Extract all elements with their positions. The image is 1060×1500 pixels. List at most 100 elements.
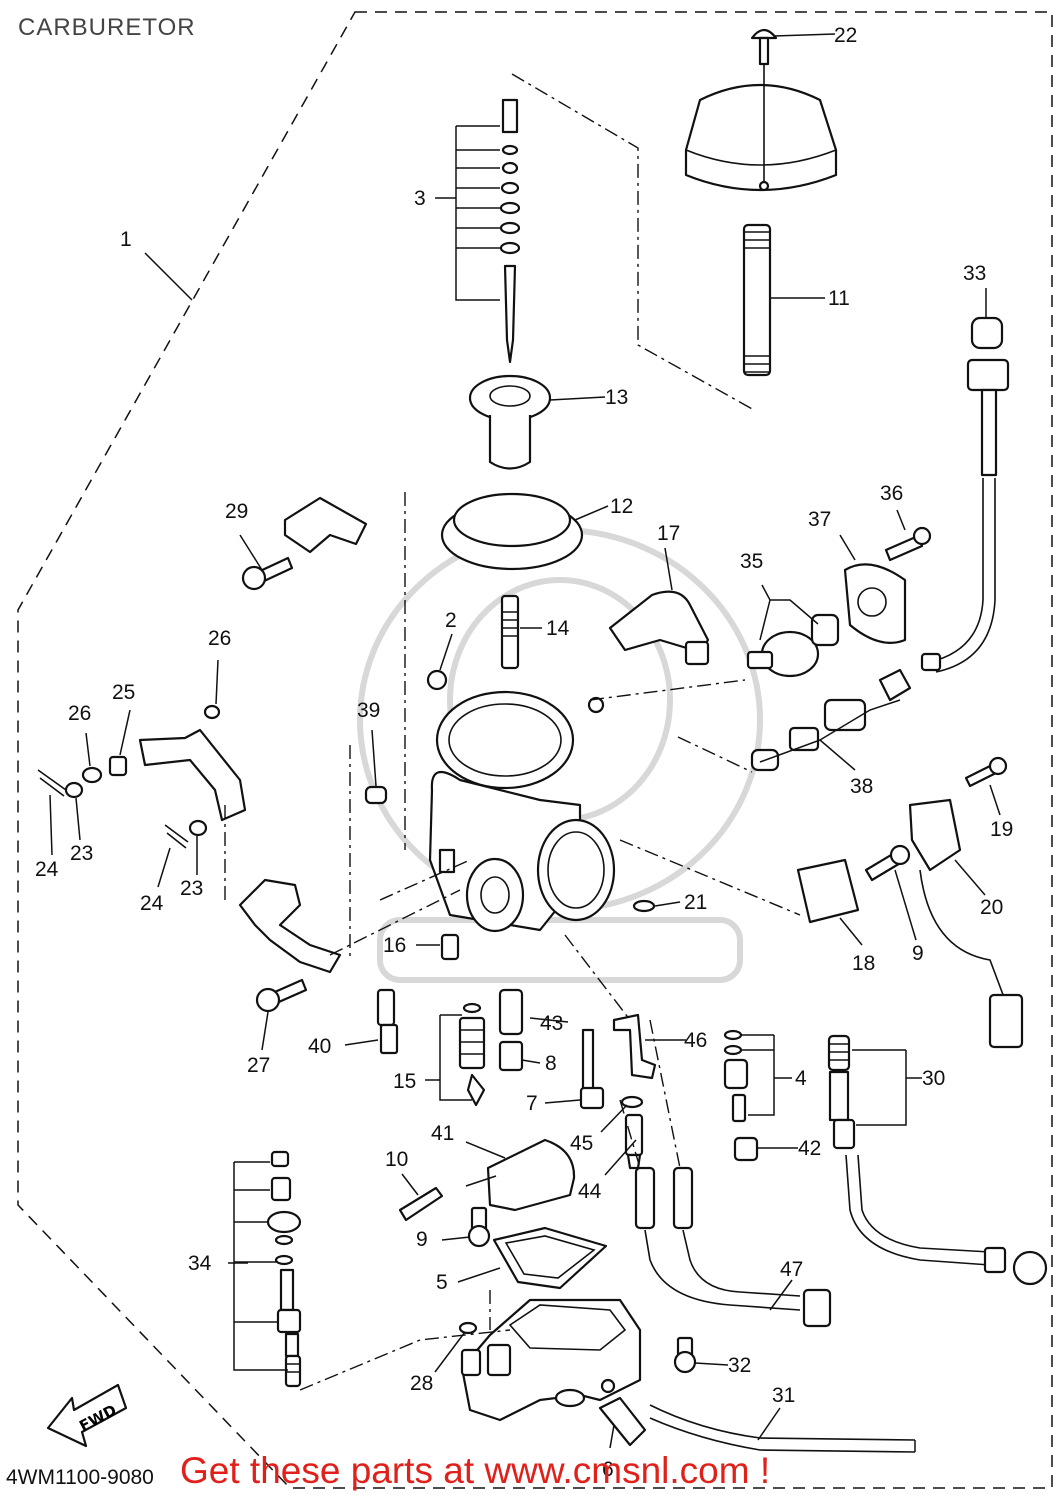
callout-21: 21 [684,891,707,914]
callout-10: 10 [385,1148,408,1171]
callout-18: 18 [852,952,875,975]
promo-link[interactable]: Get these parts at www.cmsnl.com ! [180,1450,771,1491]
part-36-screw [884,526,932,562]
callout-13: 13 [605,386,628,409]
part-32-screw [673,1336,697,1374]
part-24-cotter-pin [37,769,189,849]
part-14-needle-jet [500,594,520,670]
carburetor-body [426,669,616,933]
callout-31: 31 [772,1384,795,1407]
assembly-boundary [17,11,1053,1489]
callout-9-upper: 9 [912,942,924,965]
callout-3: 3 [414,187,426,210]
callout-47: 47 [780,1258,803,1281]
part-6-drain-screw [598,1378,647,1447]
fwd-arrow-icon: FWD [46,1383,128,1448]
callout-45: 45 [570,1132,593,1155]
callout-39: 39 [357,699,380,722]
part-lever-bracket [138,728,247,822]
part-16-screw [440,933,460,961]
assembly-lines [224,73,801,1391]
callout-40: 40 [308,1035,331,1058]
part-12-seal [440,492,584,571]
part-45-washer [620,1095,644,1109]
callout-35: 35 [740,550,763,573]
callout-labels: 1 2 3 4 5 6 7 8 9 9 10 11 12 13 14 15 16… [35,24,1013,1481]
callout-38: 38 [850,775,873,798]
callout-16: 16 [383,934,406,957]
part-15-pilot-screw [458,1002,486,1107]
part-17-cap [608,590,710,666]
part-8-main-jet [498,1040,524,1072]
part-43-jet [498,988,524,1036]
part-39-plug [364,785,388,805]
callout-14: 14 [546,617,570,640]
callout-34: 34 [188,1252,212,1275]
callout-2: 2 [445,609,457,632]
part-5-gasket [492,1226,608,1290]
callout-30: 30 [922,1067,945,1090]
callout-43: 43 [540,1012,563,1035]
callout-29: 29 [225,500,248,523]
callout-25: 25 [112,681,135,704]
part-7-pilot-jet [579,1028,605,1110]
part-10-pin [398,1186,444,1222]
callout-46: 46 [684,1029,707,1052]
part-bracket-upper [283,496,368,554]
part-19-screw [964,756,1008,788]
callout-32: 32 [728,1354,751,1377]
part-26-washer [81,704,221,784]
leader-lines [49,33,1001,1449]
callout-1: 1 [120,228,132,251]
callout-7: 7 [526,1092,538,1115]
callout-24-left: 24 [35,858,59,881]
part-13-throttle-valve [468,374,552,470]
part-46-bracket [612,1013,657,1080]
callout-41: 41 [431,1122,454,1145]
callout-19: 19 [990,818,1013,841]
callout-23-right: 23 [180,877,203,900]
callout-26-upper: 26 [208,627,231,650]
part-40-valve [376,988,399,1055]
part-34-screw-set [266,1150,302,1388]
callout-33: 33 [963,262,986,285]
part-35-diaphragm [746,613,840,678]
part-9-screw-lower [467,1206,491,1248]
part-42-seat [733,1136,759,1162]
part-11-spring [742,223,772,377]
callout-37: 37 [808,508,831,531]
callout-8: 8 [545,1052,557,1075]
part-31-drain-hose [649,1404,916,1453]
callout-6: 6 [602,1458,614,1481]
part-25-collar [108,755,128,777]
part-top-cover [684,64,838,192]
callout-20: 20 [980,896,1003,919]
callout-15: 15 [393,1070,416,1093]
part-22-screw [750,28,778,66]
callout-42: 42 [798,1137,821,1160]
callout-9-lower: 9 [416,1228,428,1251]
callout-5: 5 [436,1271,448,1294]
callout-26-left: 26 [68,702,91,725]
callout-12: 12 [610,495,633,518]
part-30-plunger [827,1034,1048,1286]
diagram-title: CARBURETOR [18,14,196,41]
part-21-o-ring [632,899,656,913]
callout-28: 28 [410,1372,433,1395]
part-29-screw [241,556,294,591]
part-9-screw-upper [864,844,911,882]
callout-36: 36 [880,482,903,505]
part-33-starter-cable [920,316,1010,673]
part-41-float [465,1138,576,1212]
diagram-code: 4WM1100-9080 [6,1466,154,1489]
part-47-hose-set [634,1166,832,1328]
part-27-screw [255,978,308,1013]
callout-27: 27 [247,1054,270,1077]
callout-22: 22 [834,24,857,47]
part-37-cover [843,563,907,644]
part-throttle-lever [238,878,342,974]
callout-4: 4 [795,1067,807,1090]
callout-44: 44 [578,1180,602,1203]
